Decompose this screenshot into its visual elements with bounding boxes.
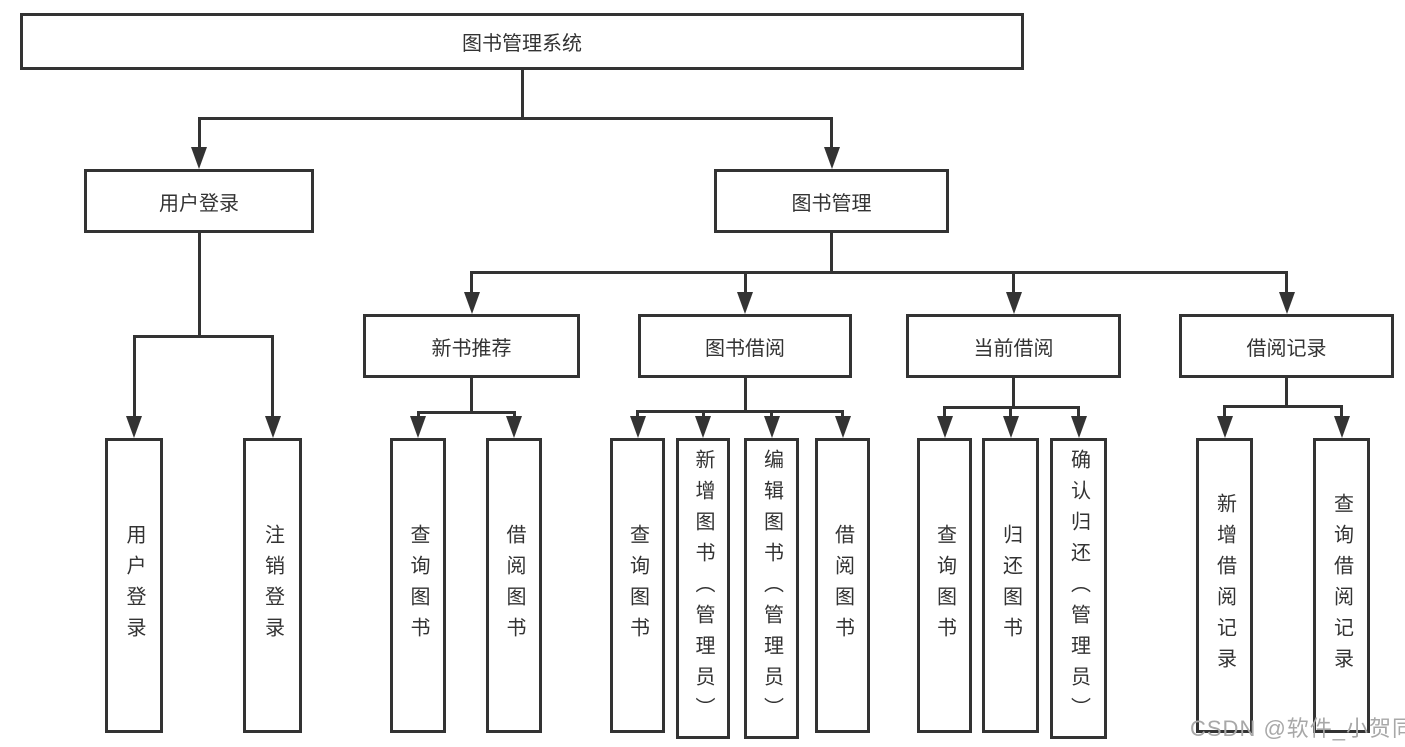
connector-line xyxy=(1223,406,1226,420)
node-label-leaf-cb-confirm-return: 确认归还（管理员） xyxy=(1067,449,1090,728)
arrow-down-icon xyxy=(1278,292,1295,314)
connector-line xyxy=(743,272,747,296)
connector-line xyxy=(197,116,833,120)
arrow-down-icon xyxy=(823,147,840,169)
arrow-down-icon xyxy=(463,292,480,314)
arrow-down-icon xyxy=(936,416,953,438)
arrow-down-icon xyxy=(1002,416,1019,438)
node-leaf-nbr-borrow-books: 借阅图书 xyxy=(486,438,542,733)
connector-line xyxy=(701,411,705,420)
node-label-book-management: 图书管理 xyxy=(791,192,872,215)
node-label-leaf-user-login: 用户登录 xyxy=(123,523,145,648)
arrow-down-icon xyxy=(737,292,753,314)
arrow-down-icon xyxy=(695,416,711,438)
node-new-book-recommend: 新书推荐 xyxy=(363,314,580,378)
node-label-leaf-nbr-borrow-books: 借阅图书 xyxy=(503,523,525,648)
node-label-borrowing-records: 借阅记录 xyxy=(1246,337,1327,360)
arrow-down-icon xyxy=(629,416,646,438)
node-label-leaf-bb-borrow-books: 借阅图书 xyxy=(831,523,854,648)
node-user-login: 用户登录 xyxy=(84,169,314,233)
connector-line xyxy=(770,411,773,420)
connector-line xyxy=(1009,407,1012,420)
node-leaf-bb-edit-books: 编辑图书（管理员） xyxy=(744,438,799,739)
arrow-down-icon xyxy=(1216,416,1233,438)
connector-line xyxy=(1077,407,1080,420)
arrow-down-icon xyxy=(410,416,426,438)
node-leaf-bb-borrow-books: 借阅图书 xyxy=(815,438,870,733)
node-label-leaf-br-add-record: 新增借阅记录 xyxy=(1213,492,1236,679)
node-label-leaf-bb-add-books: 新增图书（管理员） xyxy=(692,449,714,728)
node-label-leaf-cb-return-books: 归还图书 xyxy=(999,523,1022,648)
connector-line xyxy=(470,378,473,414)
connector-line xyxy=(841,411,844,420)
node-label-current-borrowing: 当前借阅 xyxy=(973,337,1054,360)
node-label-book-borrowing: 图书借阅 xyxy=(705,337,785,360)
connector-line xyxy=(830,118,833,151)
connector-line xyxy=(1012,272,1015,296)
arrow-down-icon xyxy=(1070,416,1087,438)
connector-line xyxy=(132,334,274,338)
arrow-down-icon xyxy=(506,416,522,438)
connector-line xyxy=(520,70,524,120)
node-leaf-bb-add-books: 新增图书（管理员） xyxy=(676,438,730,739)
arrow-down-icon xyxy=(264,416,281,438)
node-label-leaf-br-query-record: 查询借阅记录 xyxy=(1330,492,1353,679)
node-book-borrowing: 图书借阅 xyxy=(638,314,852,378)
node-leaf-nbr-query-books: 查询图书 xyxy=(390,438,446,733)
node-label-leaf-bb-edit-books: 编辑图书（管理员） xyxy=(760,449,783,728)
node-borrowing-records: 借阅记录 xyxy=(1179,314,1394,378)
connector-line xyxy=(1340,406,1343,420)
node-leaf-cb-confirm-return: 确认归还（管理员） xyxy=(1050,438,1107,739)
connector-line xyxy=(1223,404,1343,408)
connector-line xyxy=(743,378,747,413)
connector-line xyxy=(470,272,473,296)
connector-line xyxy=(1012,378,1015,409)
arrow-down-icon xyxy=(126,416,142,438)
arrow-down-icon xyxy=(191,147,207,169)
node-leaf-cb-return-books: 归还图书 xyxy=(982,438,1039,733)
connector-line xyxy=(271,336,274,420)
node-label-leaf-cb-query-books: 查询图书 xyxy=(933,523,956,648)
node-leaf-logout: 注销登录 xyxy=(243,438,302,733)
connector-line xyxy=(197,233,201,338)
node-leaf-br-query-record: 查询借阅记录 xyxy=(1313,438,1370,733)
node-label-new-book-recommend: 新书推荐 xyxy=(431,337,512,360)
node-label-leaf-bb-query-books: 查询图书 xyxy=(626,523,649,648)
connector-line xyxy=(943,407,946,420)
connector-line xyxy=(470,270,1288,274)
node-leaf-br-add-record: 新增借阅记录 xyxy=(1196,438,1253,733)
node-label-leaf-nbr-query-books: 查询图书 xyxy=(407,523,429,648)
node-root: 图书管理系统 xyxy=(20,13,1024,70)
node-label-leaf-logout: 注销登录 xyxy=(261,523,284,648)
node-label-root: 图书管理系统 xyxy=(462,33,582,55)
node-book-management: 图书管理 xyxy=(714,169,949,233)
node-leaf-user-login: 用户登录 xyxy=(105,438,163,733)
csdn-watermark: CSDN @软件_小贺同学 xyxy=(1190,716,1405,741)
connector-line xyxy=(636,411,639,420)
connector-line xyxy=(1285,272,1288,296)
connector-line xyxy=(636,409,844,413)
connector-line xyxy=(416,410,516,414)
connector-line xyxy=(830,233,833,274)
node-current-borrowing: 当前借阅 xyxy=(906,314,1121,378)
connector-line xyxy=(197,118,201,151)
node-leaf-cb-query-books: 查询图书 xyxy=(917,438,972,733)
node-label-user-login: 用户登录 xyxy=(159,192,239,215)
arrow-down-icon xyxy=(1333,416,1350,438)
arrow-down-icon xyxy=(834,416,851,438)
connector-line xyxy=(1285,378,1288,408)
arrow-down-icon xyxy=(763,416,780,438)
connector-line xyxy=(132,336,136,420)
arrow-down-icon xyxy=(1005,292,1022,314)
node-leaf-bb-query-books: 查询图书 xyxy=(610,438,665,733)
